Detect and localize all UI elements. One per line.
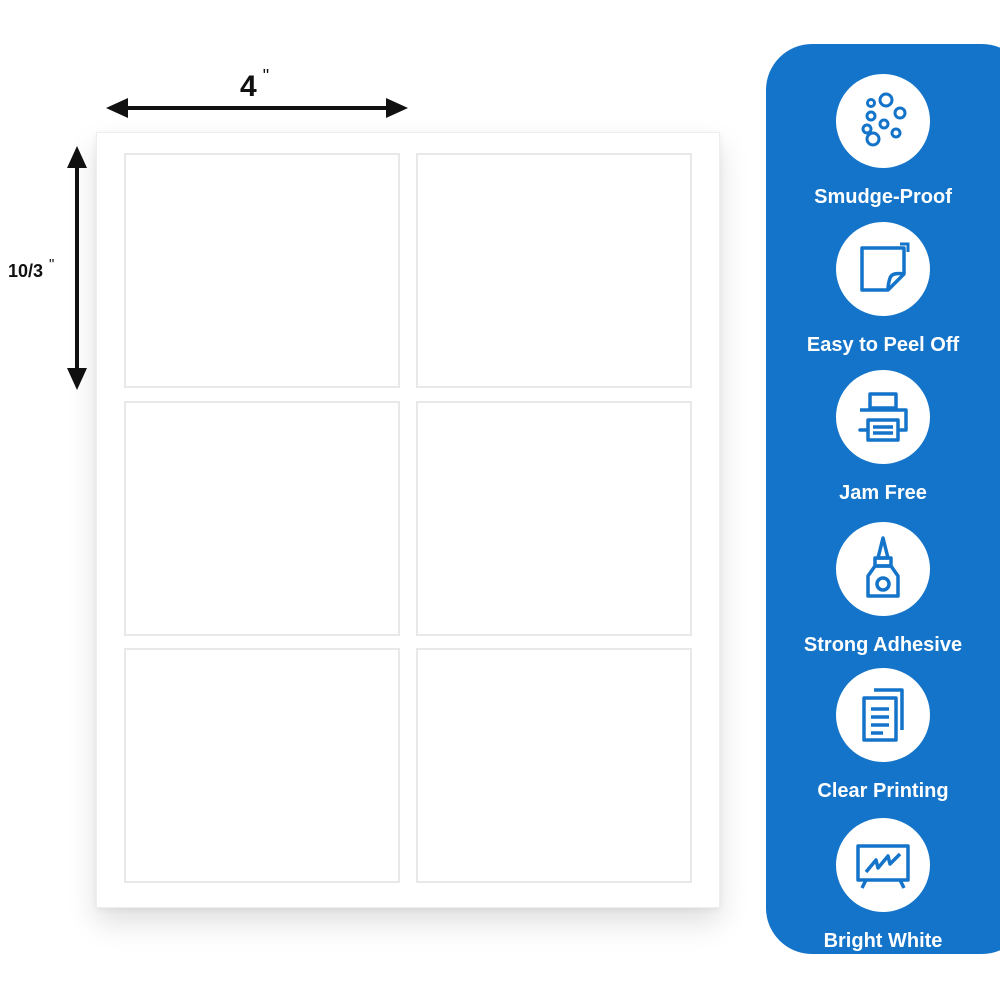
feature-smudge-proof: Smudge-Proof (766, 74, 1000, 209)
blank-label-r3c2 (416, 648, 692, 883)
blank-label-r2c2 (416, 401, 692, 636)
feature-bright-white: Bright White (766, 818, 1000, 953)
feature-label: Jam Free (839, 482, 927, 504)
width-value: 4 (240, 70, 257, 103)
height-unit: " (49, 256, 55, 273)
glue-bottle-icon (866, 536, 900, 598)
feature-label: Smudge-Proof (814, 186, 952, 208)
feature-icon-circle (836, 668, 930, 762)
features-panel: Smudge-Proof Easy to Peel Off (766, 44, 1000, 954)
feature-icon-circle (836, 222, 930, 316)
feature-icon-circle (836, 370, 930, 464)
blank-label-r1c2 (416, 153, 692, 388)
width-unit: " (262, 66, 270, 86)
peel-corner-icon (860, 242, 910, 292)
feature-icon-circle (836, 818, 930, 912)
blank-label-r2c1 (124, 401, 400, 636)
feature-jam-free: Jam Free (766, 370, 1000, 505)
printer-icon (858, 392, 908, 442)
height-dimension-label: 10/3 " (8, 256, 54, 282)
width-arrow (106, 98, 408, 118)
feature-strong-adhesive: Strong Adhesive (766, 522, 1000, 657)
blank-label-r3c1 (124, 648, 400, 883)
feature-icon-circle (836, 74, 930, 168)
label-sheet (96, 132, 720, 908)
feature-label: Easy to Peel Off (806, 334, 960, 356)
feature-label: Bright White (823, 930, 943, 952)
bubbles-icon (861, 92, 907, 147)
height-arrow (67, 146, 87, 390)
feature-icon-circle (836, 522, 930, 616)
blank-label-r1c1 (124, 153, 400, 388)
feature-clear-printing: Clear Printing (766, 668, 1000, 803)
feature-label: Clear Printing (817, 780, 949, 802)
feature-label: Strong Adhesive (803, 634, 963, 656)
width-dimension-label: 4" (240, 66, 269, 104)
documents-icon (862, 688, 904, 742)
whiteboard-icon (856, 844, 910, 889)
feature-easy-to-peel: Easy to Peel Off (766, 222, 1000, 357)
height-value: 10/3 (8, 261, 44, 281)
